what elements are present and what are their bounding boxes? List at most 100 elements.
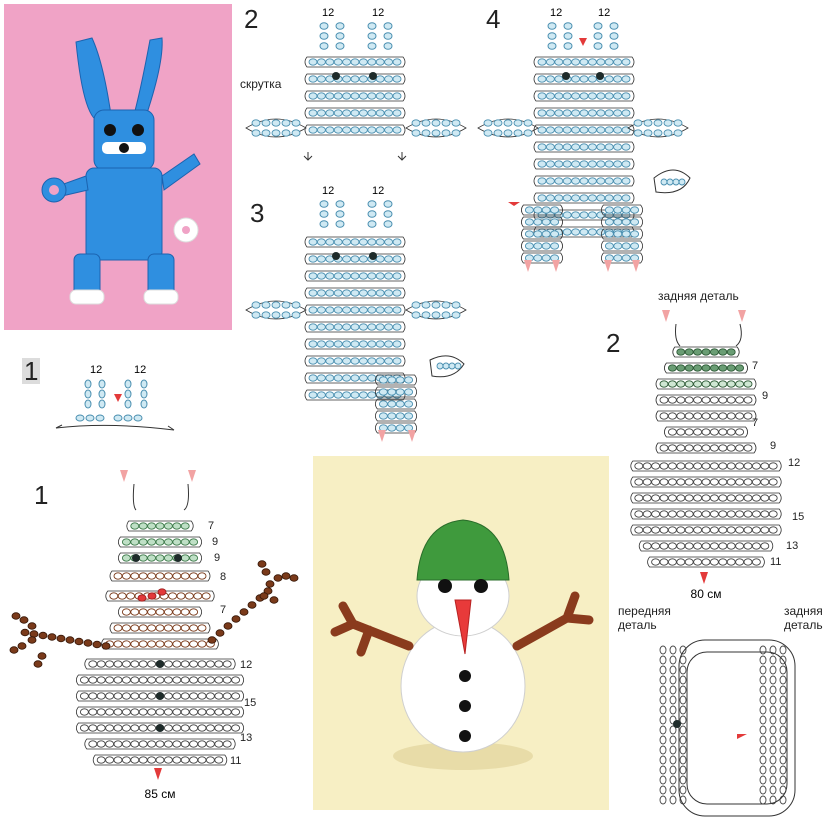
bead <box>138 708 148 716</box>
bead <box>537 58 547 66</box>
bead <box>579 58 589 66</box>
bead <box>651 462 661 470</box>
bead <box>96 756 106 764</box>
bead <box>172 608 182 616</box>
bead <box>384 126 394 134</box>
bead <box>163 676 173 684</box>
snowman-figure <box>330 519 594 770</box>
bead <box>587 177 597 185</box>
bead <box>659 725 667 735</box>
bead <box>333 391 343 399</box>
bead <box>375 238 385 246</box>
bead <box>571 75 581 83</box>
bead <box>709 478 719 486</box>
bead <box>676 558 686 566</box>
bead <box>105 660 115 668</box>
bead <box>709 428 719 436</box>
bead <box>718 364 728 372</box>
bead <box>667 478 677 486</box>
bead <box>342 374 352 382</box>
bead <box>358 272 368 280</box>
bead <box>316 323 326 331</box>
bead <box>633 119 643 127</box>
bunny-step-3-label: 3 <box>250 198 265 228</box>
col-count: 12 <box>598 7 610 19</box>
bead <box>630 242 640 250</box>
bead <box>147 660 157 668</box>
bead <box>350 272 360 280</box>
bead <box>669 705 677 715</box>
bead <box>384 92 394 100</box>
bead <box>676 364 686 372</box>
bead <box>571 211 581 219</box>
bead <box>659 775 667 785</box>
bead <box>367 340 377 348</box>
bead <box>308 357 318 365</box>
bead <box>676 412 686 420</box>
bead <box>378 388 388 396</box>
bead <box>743 396 753 404</box>
bead <box>769 785 777 795</box>
bead <box>651 478 661 486</box>
bead <box>392 58 402 66</box>
bead <box>395 400 405 408</box>
bead <box>375 323 385 331</box>
bead <box>571 109 581 117</box>
bead <box>27 636 37 644</box>
bead <box>550 230 560 238</box>
bead <box>604 58 614 66</box>
bead <box>524 242 534 250</box>
bead <box>155 640 165 648</box>
row-count: 11 <box>770 556 782 568</box>
bead <box>172 522 182 530</box>
bead <box>768 478 778 486</box>
bead <box>392 357 402 365</box>
bead <box>147 756 157 764</box>
bead <box>587 109 597 117</box>
bead <box>613 242 623 250</box>
bead <box>189 676 199 684</box>
bead <box>759 775 767 785</box>
bead <box>342 75 352 83</box>
bead <box>333 238 343 246</box>
bead <box>613 143 623 151</box>
bead <box>172 624 182 632</box>
bead <box>193 592 203 600</box>
bead <box>735 428 745 436</box>
bead <box>718 462 728 470</box>
bead <box>367 272 377 280</box>
bead <box>779 795 787 805</box>
bead <box>197 708 207 716</box>
bead <box>693 542 703 550</box>
bead <box>684 510 694 518</box>
bead <box>96 660 106 668</box>
bead <box>759 745 767 755</box>
bead <box>684 526 694 534</box>
bead <box>113 624 123 632</box>
bead <box>679 645 687 655</box>
bead <box>621 206 631 214</box>
bead <box>596 228 606 236</box>
bead <box>718 444 728 452</box>
bead <box>554 109 564 117</box>
bead <box>251 311 261 319</box>
bead <box>180 660 190 668</box>
bead <box>554 194 564 202</box>
bead <box>554 177 564 185</box>
bead <box>325 374 335 382</box>
snowman-step-2-label: 2 <box>606 328 621 358</box>
bead <box>189 660 199 668</box>
bead <box>251 129 261 137</box>
bead <box>562 160 572 168</box>
bead <box>358 323 368 331</box>
bead <box>621 194 631 202</box>
bead <box>604 194 614 202</box>
bead <box>88 660 98 668</box>
bead <box>291 311 301 319</box>
bead <box>587 126 597 134</box>
bead <box>316 272 326 280</box>
bunny-step-4-diagram: 12 12 <box>477 7 691 272</box>
bead <box>180 522 190 530</box>
row-count: 9 <box>762 390 769 402</box>
bead <box>596 92 606 100</box>
